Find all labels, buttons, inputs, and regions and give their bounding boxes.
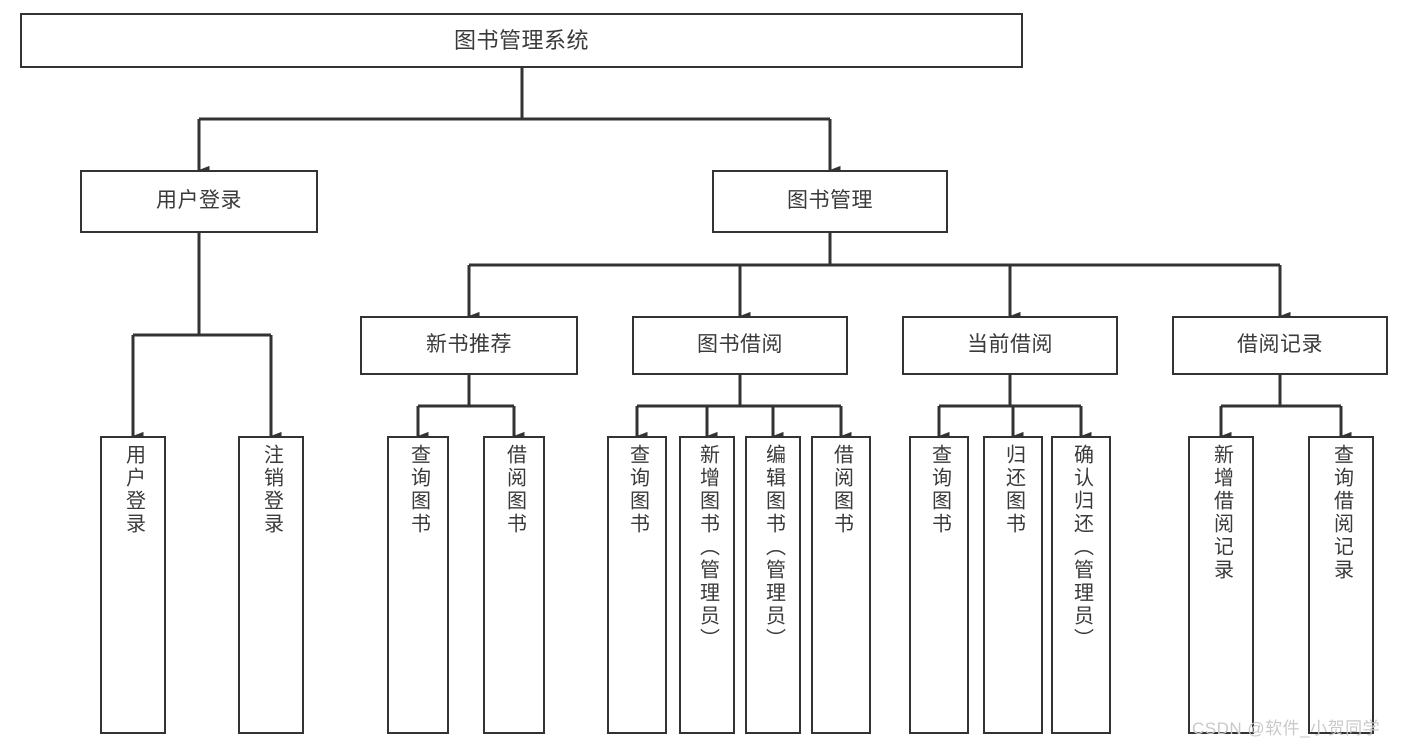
leaf-query-book-2[interactable]: 查询图书 bbox=[607, 436, 667, 734]
node-user-login[interactable]: 用户登录 bbox=[80, 170, 318, 233]
node-label: 查询图书 bbox=[928, 444, 951, 536]
node-current-borrow[interactable]: 当前借阅 bbox=[902, 316, 1118, 375]
node-label: 借阅记录 bbox=[1237, 333, 1323, 357]
leaf-add-book[interactable]: 新增图书（管理员） bbox=[679, 436, 735, 734]
node-borrow-record[interactable]: 借阅记录 bbox=[1172, 316, 1388, 375]
watermark: CSDN @软件_小贺同学 bbox=[1192, 719, 1381, 738]
node-label: 查询图书 bbox=[626, 444, 649, 536]
node-label: 用户登录 bbox=[122, 444, 145, 536]
node-label: 确认归还（管理员） bbox=[1070, 444, 1093, 651]
node-label: 查询借阅记录 bbox=[1330, 444, 1353, 582]
node-label: 编辑图书（管理员） bbox=[762, 444, 785, 651]
leaf-return-book[interactable]: 归还图书 bbox=[983, 436, 1043, 734]
leaf-query-book-3[interactable]: 查询图书 bbox=[909, 436, 969, 734]
node-label: 注销登录 bbox=[260, 444, 283, 536]
leaf-borrow-book-1[interactable]: 借阅图书 bbox=[483, 436, 545, 734]
leaf-user-login[interactable]: 用户登录 bbox=[100, 436, 166, 734]
leaf-query-borrow-record[interactable]: 查询借阅记录 bbox=[1308, 436, 1374, 734]
node-new-book-recommend[interactable]: 新书推荐 bbox=[360, 316, 578, 375]
leaf-user-logout[interactable]: 注销登录 bbox=[238, 436, 304, 734]
node-label: 借阅图书 bbox=[503, 444, 526, 536]
node-label: 新增借阅记录 bbox=[1210, 444, 1233, 582]
node-label: 图书借阅 bbox=[697, 333, 783, 357]
node-book-manage[interactable]: 图书管理 bbox=[712, 170, 948, 233]
node-label: 图书管理 bbox=[787, 189, 873, 213]
node-label: 新增图书（管理员） bbox=[696, 444, 719, 651]
node-label: 图书管理系统 bbox=[453, 27, 589, 53]
node-label: 借阅图书 bbox=[830, 444, 853, 536]
leaf-borrow-book-2[interactable]: 借阅图书 bbox=[811, 436, 871, 734]
leaf-query-book-1[interactable]: 查询图书 bbox=[387, 436, 449, 734]
node-label: 当前借阅 bbox=[967, 333, 1053, 357]
node-label: 新书推荐 bbox=[426, 333, 512, 357]
node-root[interactable]: 图书管理系统 bbox=[20, 13, 1023, 68]
node-label: 查询图书 bbox=[407, 444, 430, 536]
node-label: 用户登录 bbox=[156, 189, 242, 213]
leaf-edit-book[interactable]: 编辑图书（管理员） bbox=[745, 436, 801, 734]
leaf-confirm-return[interactable]: 确认归还（管理员） bbox=[1051, 436, 1111, 734]
node-label: 归还图书 bbox=[1002, 444, 1025, 536]
node-book-borrow[interactable]: 图书借阅 bbox=[632, 316, 848, 375]
leaf-add-borrow-record[interactable]: 新增借阅记录 bbox=[1188, 436, 1254, 734]
